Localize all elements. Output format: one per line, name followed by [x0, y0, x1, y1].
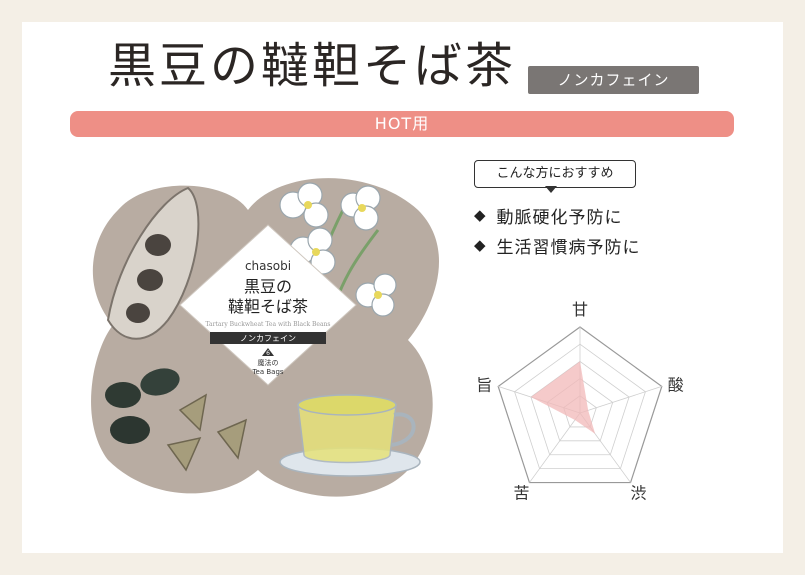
- radar-axis-label: 渋: [631, 484, 647, 503]
- tea-cup-icon: [279, 394, 421, 477]
- radar-grid-ring: [514, 343, 646, 470]
- product-illustration: chasobi 黒豆の 韃靼そば茶 Tartary Buckwheat Tea …: [91, 178, 440, 497]
- buckwheat-seeds-icon: [166, 393, 248, 472]
- radar-axis-label: 旨: [476, 375, 492, 394]
- radar-grid-ring: [530, 360, 630, 456]
- package-name-line2: 韃靼そば茶: [228, 297, 308, 316]
- bean-pod-icon: [106, 186, 200, 340]
- recommend-item-text: 生活習慣病予防に: [496, 237, 641, 258]
- product-title: 黒豆の韃靼そば茶: [108, 38, 517, 94]
- package-caffeine: ノンカフェイン: [240, 334, 296, 343]
- radar-svg: 甘酸渋 苦 旨: [476, 300, 684, 503]
- recommend-label: こんな方におすすめ: [474, 160, 636, 188]
- radar-grid-ring: [497, 326, 663, 484]
- recommend-list: ◆ 動脈硬化予防に ◆ 生活習慣病予防に: [474, 200, 641, 260]
- radar-axis-label: 苦: [513, 484, 529, 503]
- radar-spoke: [529, 412, 581, 483]
- package-bags-line2: Tea Bags: [251, 368, 283, 376]
- recommend-item-text: 動脈硬化予防に: [496, 207, 623, 228]
- diamond-bullet-icon: ◆: [474, 206, 487, 224]
- black-beans-icon: [105, 368, 180, 444]
- recommend-item: ◆ 動脈硬化予防に: [474, 200, 641, 230]
- radar-spoke: [579, 386, 662, 414]
- package-brand: chasobi: [245, 259, 291, 273]
- radar-axis-label: 酸: [668, 375, 684, 394]
- package-count: 6: [266, 350, 270, 357]
- radar-axis-label: 甘: [572, 300, 588, 319]
- package-name-line1: 黒豆の: [244, 277, 292, 296]
- caffeine-free-badge: ノンカフェイン: [528, 66, 699, 94]
- taste-radar-chart: 甘酸渋 苦 旨: [460, 285, 700, 525]
- recommend-label-pointer: [545, 186, 557, 193]
- radar-data-area: [530, 361, 596, 434]
- hot-use-banner: HOT用: [70, 111, 734, 137]
- package-english: Tartary Buckwheat Tea with Black Beans: [206, 321, 331, 328]
- package-bags-line1: 魔法の: [258, 358, 279, 367]
- recommend-item: ◆ 生活習慣病予防に: [474, 230, 641, 260]
- diamond-bullet-icon: ◆: [474, 236, 487, 254]
- tea-package: chasobi 黒豆の 韃靼そば茶 Tartary Buckwheat Tea …: [179, 224, 357, 386]
